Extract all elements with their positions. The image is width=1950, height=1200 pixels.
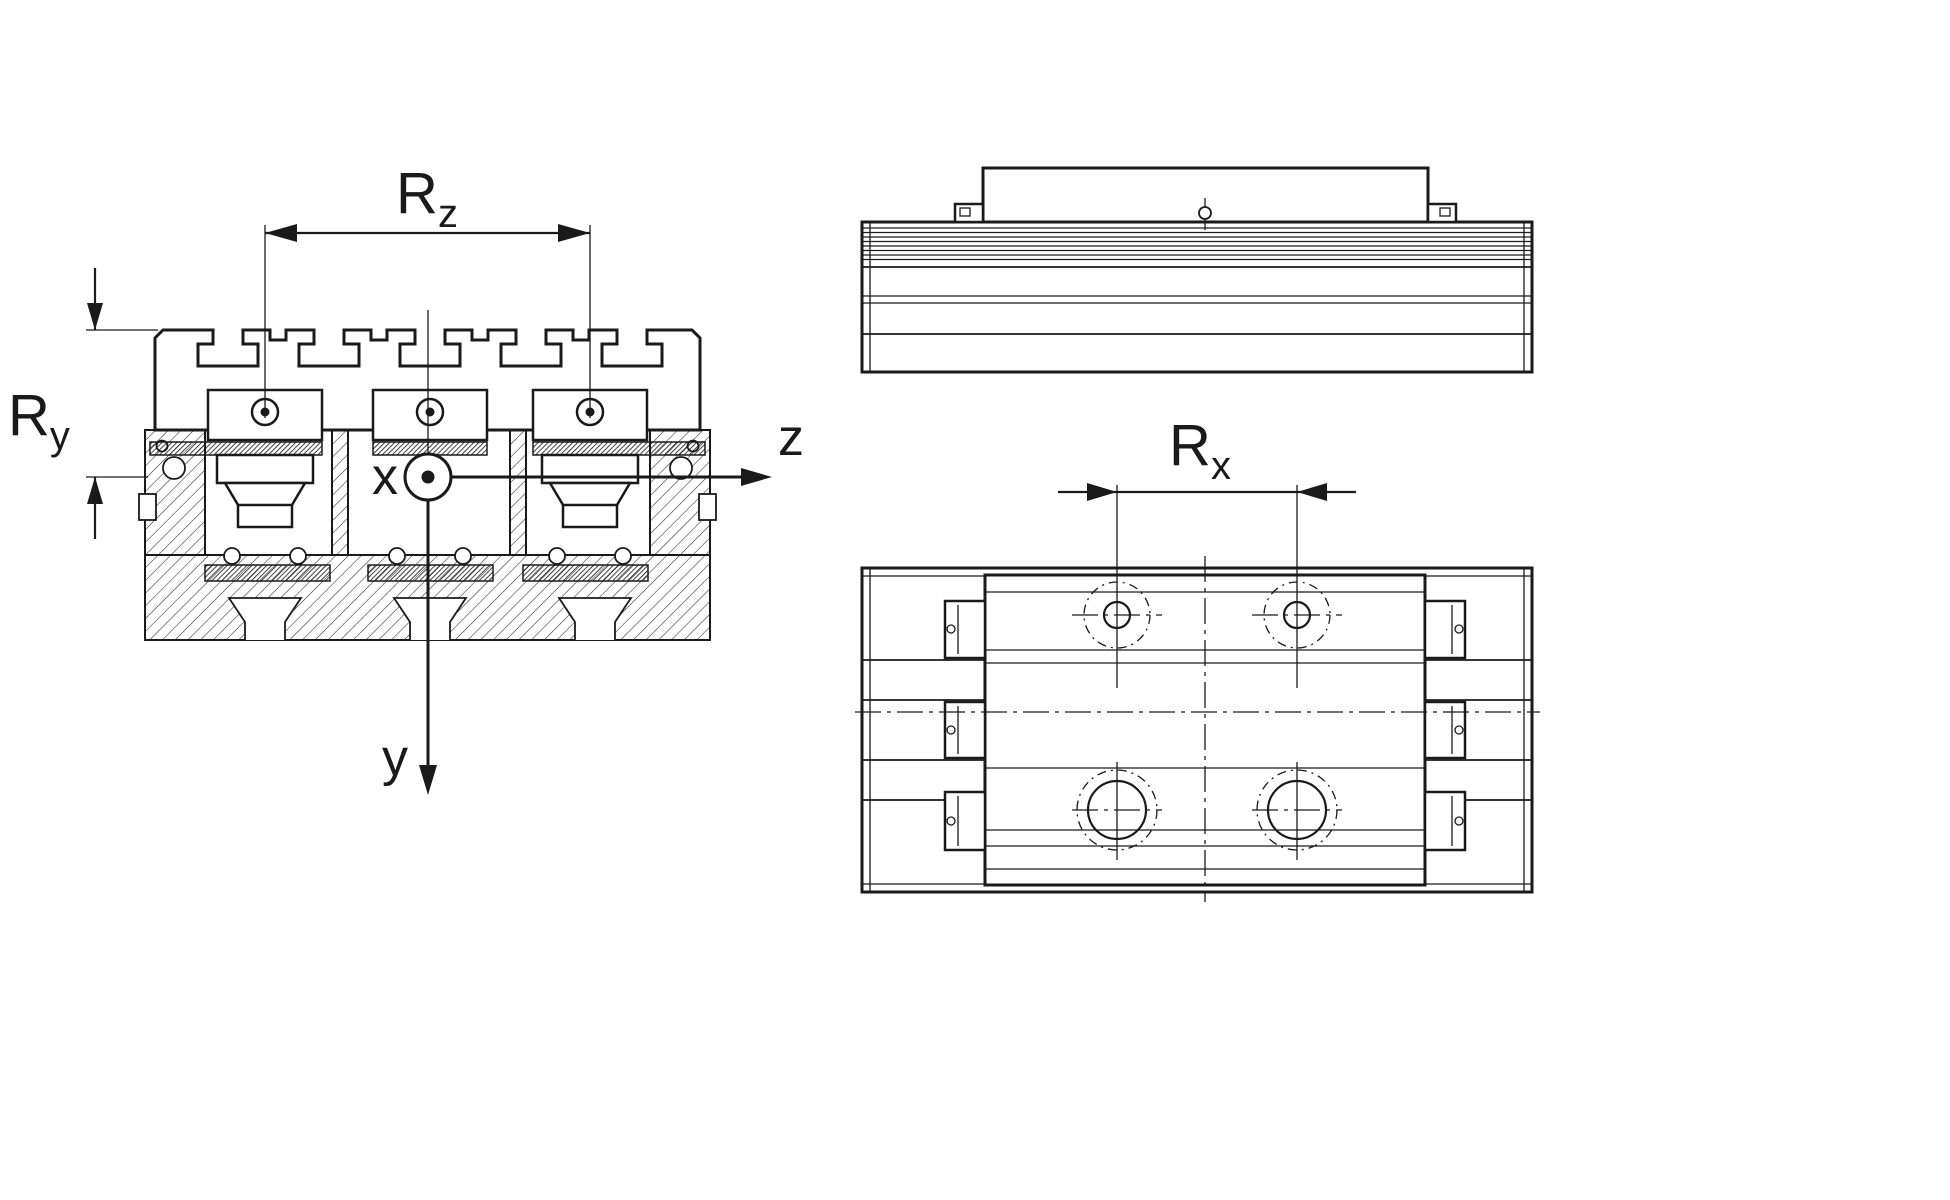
- end-bore-left: [162, 456, 186, 480]
- clamp-tab: [1423, 790, 1467, 852]
- clamp-tab: [943, 700, 987, 760]
- axis-label-x: x: [372, 448, 398, 506]
- clamp-tab: [1423, 599, 1467, 660]
- ball-circle: [614, 547, 632, 565]
- carriage-right: [531, 388, 649, 529]
- clamp-screw: [1454, 725, 1464, 735]
- rail-upper: [215, 453, 315, 485]
- grease-port: [1198, 206, 1212, 220]
- rail-body: [860, 220, 1534, 374]
- rx-arrow-right: [1297, 483, 1327, 501]
- rail-clamp: [236, 503, 294, 529]
- cross-section-view: x z y Rz Ry: [8, 161, 804, 795]
- bottom-t-slot-right: [557, 597, 633, 640]
- clamp-screw: [946, 624, 956, 634]
- housing-web-right: [509, 429, 527, 556]
- rail-clamp: [561, 503, 619, 529]
- carriage-end-nub-left: [953, 202, 985, 224]
- clamp-screw: [1454, 816, 1464, 826]
- seal-strip: [367, 564, 494, 582]
- plan-side-strips: [862, 568, 1532, 892]
- ball-circle: [454, 547, 472, 565]
- bottom-t-slot-center: [392, 597, 468, 640]
- ball-circle: [223, 547, 241, 565]
- y-axis-arrowhead: [419, 765, 437, 795]
- housing-web-left: [331, 429, 349, 556]
- clamp-tab: [943, 599, 987, 660]
- end-bore-right: [669, 456, 693, 480]
- plan-centerlines: [855, 485, 1540, 902]
- rz-arrow-left: [265, 224, 297, 242]
- clamp-screw: [946, 816, 956, 826]
- rx-arrow-left: [1087, 483, 1117, 501]
- dim-label-ry: Ry: [8, 383, 70, 458]
- coordinate-axes: x z y: [372, 310, 804, 795]
- ball-circle: [548, 547, 566, 565]
- clamp-tab: [943, 790, 987, 852]
- side-elevation-view: [860, 166, 1534, 374]
- clamp-tabs: [943, 599, 1467, 852]
- clamp-tab: [1423, 700, 1467, 760]
- nub-screw-left: [959, 207, 971, 217]
- axis-label-z: z: [778, 409, 804, 467]
- bottom-t-slot-left: [227, 597, 303, 640]
- carriage-end-nub-right: [1426, 202, 1458, 224]
- origin-dot: [421, 470, 435, 484]
- dimension-rx: Rx: [1058, 413, 1356, 501]
- dimension-rz: Rz: [264, 161, 591, 418]
- ry-arrow-bottom: [87, 477, 103, 504]
- clamp-screw: [946, 725, 956, 735]
- ry-arrow-top: [87, 303, 103, 330]
- side-slot-right: [698, 493, 717, 521]
- plan-view: Rx: [855, 413, 1540, 902]
- side-slot-left: [138, 493, 157, 521]
- z-axis-arrowhead: [741, 468, 772, 486]
- seal-strip: [204, 564, 331, 582]
- screw-center: [425, 407, 435, 417]
- rz-arrow-right: [558, 224, 590, 242]
- dimension-ry: Ry: [8, 268, 158, 539]
- dim-label-rz: Rz: [396, 161, 458, 236]
- nub-screw-right: [1439, 207, 1451, 217]
- ball-circle: [289, 547, 307, 565]
- seal-strip: [522, 564, 649, 582]
- carriage-seal-left: [149, 441, 323, 456]
- clamp-screw: [1454, 624, 1464, 634]
- rail-striations: [862, 222, 1532, 372]
- ball-circle: [388, 547, 406, 565]
- dim-label-rx: Rx: [1169, 413, 1231, 488]
- rail-upper: [540, 453, 640, 485]
- axis-label-y: y: [382, 729, 408, 787]
- carriage-center: [371, 388, 489, 442]
- carriage-seal-right: [532, 441, 706, 456]
